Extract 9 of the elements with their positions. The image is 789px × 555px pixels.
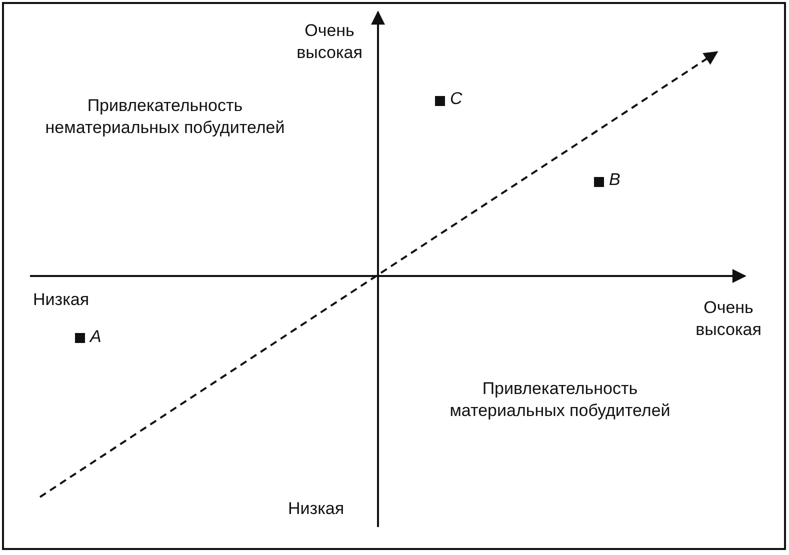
axis-label: Низкая [33,289,90,311]
point-label: A [90,326,102,348]
axis-label: Очень высокая [296,20,364,64]
point-label: B [609,169,620,191]
axis-label: Привлекательность нематериальных побудителей [44,95,286,140]
axis-label: Низкая [288,498,344,520]
axis-label: Очень высокая [694,297,762,342]
axis-label: Привлекательность материальных побудителей [448,378,672,422]
point-label: C [450,88,462,110]
